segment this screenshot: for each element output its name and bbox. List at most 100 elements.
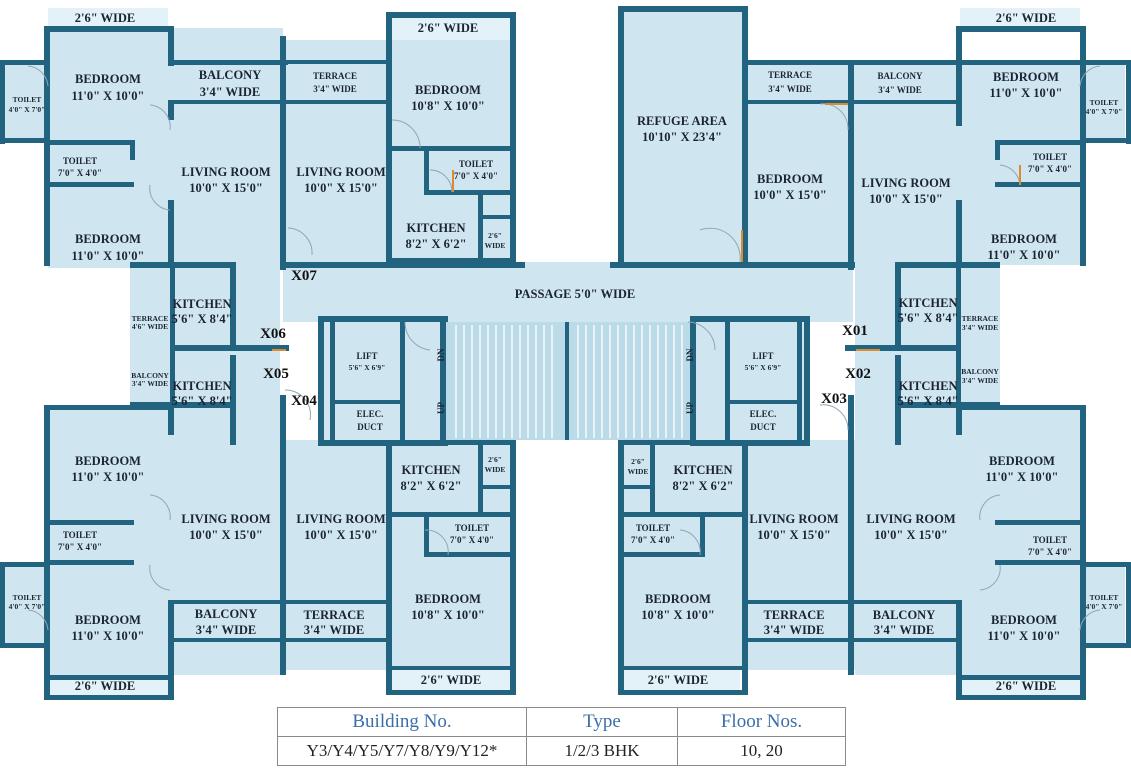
label-dim: 8'2" X 6'2" [672,479,733,493]
label-toilet: TOILET [1033,535,1067,545]
label-wide: 2'6" WIDE [648,673,709,687]
label-toilet: TOILET [63,530,97,540]
unit-labels: X01 X02 X03 X04 X05 X06 X07 [260,268,871,409]
label-kitchen: KITCHEN [673,463,732,477]
label-bedroom: BEDROOM [415,592,481,606]
label-terrace: TERRACE [132,314,169,323]
label-dim: 7'0" X 4'0" [450,535,494,545]
label-dim: 8'2" X 6'2" [400,479,461,493]
label-dim: 3'4" WIDE [764,623,825,637]
label-dim: 10'10" X 23'4" [642,130,722,144]
label-bedroom: BEDROOM [991,232,1057,246]
unit-x02: X02 [845,366,871,382]
label-dim: 3'4" WIDE [196,623,257,637]
label-wide-top-left: 2'6" WIDE [75,11,136,25]
cell-building-no: Y3/Y4/Y5/Y7/Y8/Y9/Y12* [277,736,527,766]
label-bedroom: BEDROOM [415,83,481,97]
label-dim: 3'4" WIDE [878,85,922,95]
label-dim: 10'0" X 15'0" [869,192,943,206]
label-dim: 7'0" X 4'0" [1028,547,1072,557]
room-labels: 2'6" WIDE BEDROOM 11'0" X 10'0" TOILET 4… [9,11,1123,693]
label-bedroom: BEDROOM [75,72,141,86]
label-dim: 10'0" X 15'0" [304,181,378,195]
label-dim: 10'0" X 15'0" [757,528,831,542]
label-stair-up: UP [436,402,446,414]
unit-x01: X01 [842,323,868,339]
label-refuge-area: REFUGE AREA [637,114,727,128]
label-kitchen: KITCHEN [406,221,465,235]
label-dim: 3'4" WIDE [304,623,365,637]
header-type: Type [526,707,678,737]
label-dim: 5'6" X 6'9" [745,363,782,372]
label-dim: 7'0" X 4'0" [454,171,498,181]
label-bedroom: BEDROOM [993,70,1059,84]
unit-x03: X03 [821,391,847,407]
label-bedroom: BEDROOM [645,592,711,606]
label-balcony: BALCONY [877,71,923,81]
label-dim: 11'0" X 10'0" [988,248,1061,262]
label-living-room: LIVING ROOM [181,512,270,526]
label-bedroom: BEDROOM [75,454,141,468]
label-stair-dn: DN [685,348,695,361]
unit-x07: X07 [291,268,317,284]
label-dim: 10'8" X 10'0" [411,99,485,113]
label-dim: 3'4" WIDE [200,85,261,99]
label-bedroom: BEDROOM [989,454,1055,468]
label-toilet: TOILET [1033,152,1067,162]
label-balcony: BALCONY [961,367,999,376]
label-stair-dn: DN [436,348,446,361]
label-dim: 3'4" WIDE [768,84,812,94]
label-dim: 8'2" X 6'2" [405,237,466,251]
label-wide: 2'6" WIDE [996,679,1057,693]
doors [27,65,1101,631]
label-toilet: TOILET [459,159,493,169]
staircase [442,322,692,440]
label-living-room: LIVING ROOM [296,512,385,526]
label-toilet: TOILET [455,523,489,533]
cell-floor-nos: 10, 20 [677,736,846,766]
label-kitchen: KITCHEN [401,463,460,477]
label-dim: 11'0" X 10'0" [72,89,145,103]
label-stair-up: UP [685,402,695,414]
label-balcony: BALCONY [873,608,936,622]
label-dim: 10'8" X 10'0" [411,608,485,622]
label-dim: 7'0" X 4'0" [58,542,102,552]
label-dim: 10'0" X 15'0" [189,528,263,542]
label-passage: PASSAGE 5'0" WIDE [515,287,635,301]
label-toilet: TOILET [13,593,42,602]
label-elec-duct: ELEC. [357,409,384,419]
label-elec-duct: DUCT [750,422,776,432]
header-building-no: Building No. [277,707,527,737]
label-wide: 2'6" WIDE [418,21,479,35]
label-dim: 11'0" X 10'0" [990,86,1063,100]
label-dim: 3'4" WIDE [132,379,168,388]
label-dim: 2'6" [488,231,502,240]
label-lift: LIFT [752,351,773,361]
label-bedroom: BEDROOM [75,232,141,246]
building-info-table: Building No. Type Floor Nos. Y3/Y4/Y5/Y7… [277,707,846,766]
label-terrace: TERRACE [313,71,357,81]
label-toilet: TOILET [13,95,42,104]
label-terrace: TERRACE [768,70,812,80]
label-dim: 4'0" X 7'0" [9,602,46,611]
label-dim: 10'0" X 15'0" [189,181,263,195]
label-toilet: TOILET [1090,98,1119,107]
label-dim: 7'0" X 4'0" [1028,164,1072,174]
label-terrace: TERRACE [303,608,364,622]
label-dim: 3'4" WIDE [874,623,935,637]
unit-x05: X05 [263,366,289,382]
label-wide: 2'6" WIDE [421,673,482,687]
label-dim: 11'0" X 10'0" [72,249,145,263]
label-dim: 10'0" X 15'0" [304,528,378,542]
label-living-room: LIVING ROOM [181,165,270,179]
label-dim: 7'0" X 4'0" [58,168,102,178]
label-dim: 5'6" X 8'4" [171,312,232,326]
label-dim: 5'6" X 8'4" [897,311,958,325]
label-lift: LIFT [356,351,377,361]
label-elec-duct: ELEC. [750,409,777,419]
label-living-room: LIVING ROOM [749,512,838,526]
label-dim: 10'0" X 15'0" [753,188,827,202]
label-bedroom: BEDROOM [75,613,141,627]
label-terrace: TERRACE [962,314,999,323]
label-dim: WIDE [485,241,506,250]
